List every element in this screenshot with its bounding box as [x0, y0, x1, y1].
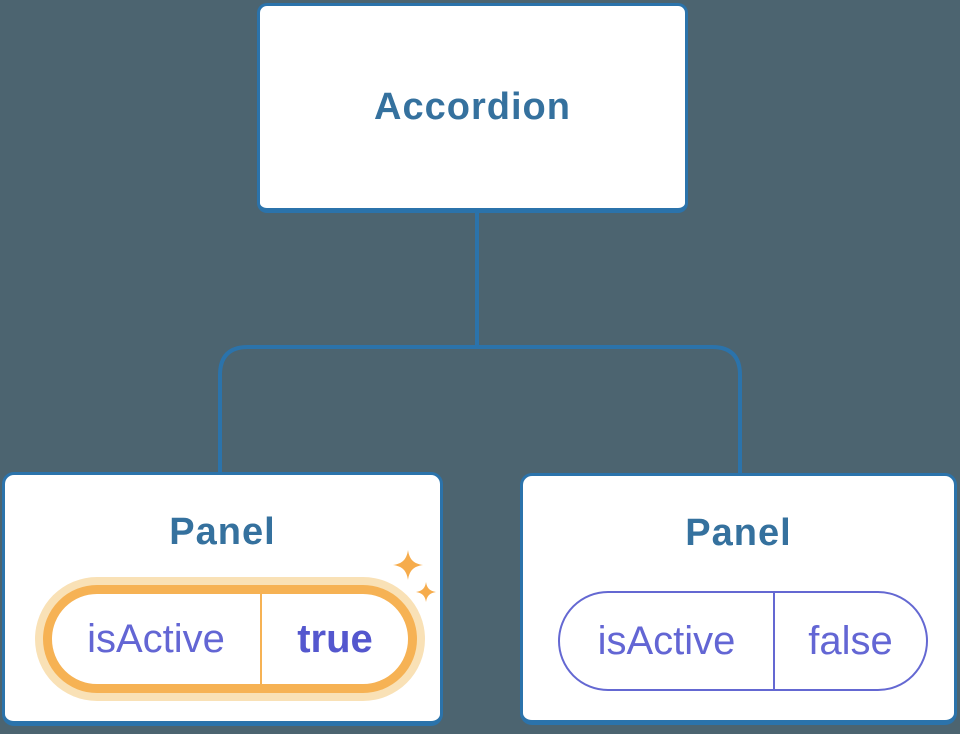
sparkle-icon-small — [416, 582, 436, 602]
pill-divider — [773, 593, 775, 689]
sparkle-icon-large — [393, 550, 423, 580]
state-name: isActive — [597, 618, 736, 663]
accordion-node: Accordion — [257, 3, 688, 213]
state-name: isActive — [87, 616, 225, 661]
panel-title: Panel — [685, 512, 792, 554]
connector-branch-bracket — [218, 345, 742, 474]
panel-title: Panel — [169, 511, 276, 553]
state-pill-active: isActive true — [43, 585, 417, 693]
state-value: true — [297, 616, 373, 661]
state-pill-inactive: isActive false — [558, 591, 928, 691]
panel-node-active: Panel isActive true — [2, 472, 443, 726]
pill-divider — [260, 594, 262, 684]
state-value: false — [808, 618, 893, 663]
accordion-node-label: Accordion — [374, 85, 571, 128]
panel-node-inactive: Panel isActive false — [520, 473, 957, 725]
sparkle-icons — [393, 550, 436, 602]
